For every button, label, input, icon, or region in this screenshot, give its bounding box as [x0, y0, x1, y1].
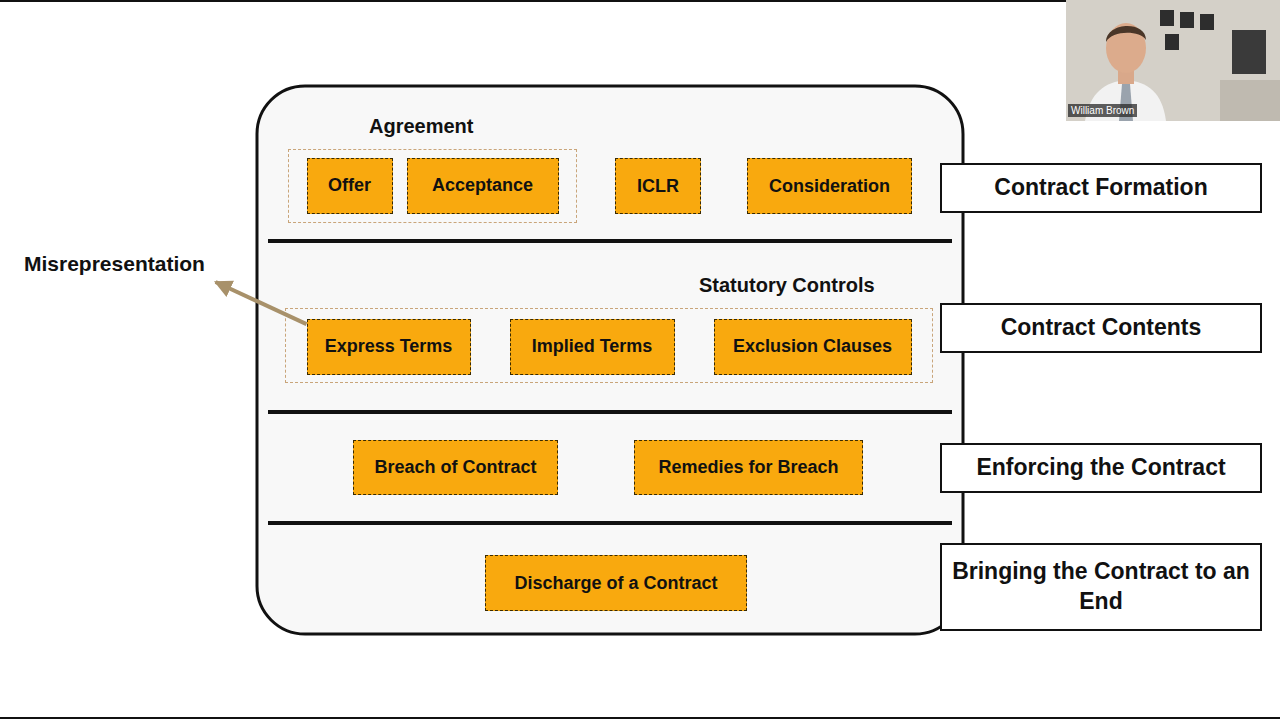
node-text: Contract Contents — [1001, 313, 1202, 343]
topic-box: Remedies for Breach — [634, 440, 863, 495]
node-text: Implied Terms — [532, 336, 653, 357]
webcam-overlay — [1066, 0, 1280, 121]
section-label-box: Bringing the Contract to an End — [940, 543, 1262, 631]
node-text: ICLR — [637, 176, 679, 197]
node-text: Discharge of a Contract — [514, 573, 717, 594]
node-text: Express Terms — [325, 336, 453, 357]
speaker-name: William Brown — [1068, 104, 1137, 117]
topic-box: Implied Terms — [510, 319, 675, 375]
group-heading: Statutory Controls — [699, 274, 875, 297]
section-divider — [268, 410, 952, 414]
topic-box: Offer — [307, 158, 393, 214]
furniture — [1220, 80, 1280, 121]
person-head — [1106, 23, 1146, 73]
frame-line — [0, 717, 1280, 719]
node-text: Remedies for Breach — [658, 457, 838, 478]
node-text: Offer — [328, 175, 371, 196]
wall-frame — [1180, 12, 1194, 28]
group-heading: Agreement — [369, 115, 473, 138]
node-text: Acceptance — [432, 175, 533, 196]
node-text: Enforcing the Contract — [976, 453, 1225, 483]
node-text: Contract Formation — [994, 173, 1207, 203]
topic-box: Consideration — [747, 158, 912, 214]
webcam-background — [1066, 0, 1280, 121]
topic-box: Acceptance — [407, 158, 559, 214]
section-divider — [268, 521, 952, 525]
agreement-group: AgreementOfferAcceptance — [288, 149, 577, 223]
node-text: Consideration — [769, 176, 890, 197]
wall-frame — [1165, 34, 1179, 50]
topic-box: ICLR — [615, 158, 701, 214]
topic-box: Express Terms — [307, 319, 471, 375]
wall-picture — [1232, 30, 1266, 74]
outer-container — [257, 86, 963, 634]
statutory-controls-group: Statutory ControlsExpress TermsImplied T… — [285, 308, 933, 383]
wall-frame — [1200, 14, 1214, 30]
topic-box: Discharge of a Contract — [485, 555, 747, 611]
node-text: Exclusion Clauses — [733, 336, 892, 357]
node-text: Bringing the Contract to an End — [950, 557, 1252, 617]
topic-box: Breach of Contract — [353, 440, 558, 495]
section-label-box: Contract Formation — [940, 163, 1262, 213]
wall-frame — [1160, 10, 1174, 26]
callout-arrow — [216, 282, 307, 324]
section-divider — [268, 239, 952, 243]
callout-text: Misrepresentation — [24, 246, 230, 282]
person-hair — [1106, 26, 1146, 42]
topic-box: Exclusion Clauses — [714, 319, 912, 375]
node-text: Breach of Contract — [374, 457, 536, 478]
section-label-box: Enforcing the Contract — [940, 443, 1262, 493]
section-label-box: Contract Contents — [940, 303, 1262, 353]
node-text: Misrepresentation — [24, 252, 205, 276]
